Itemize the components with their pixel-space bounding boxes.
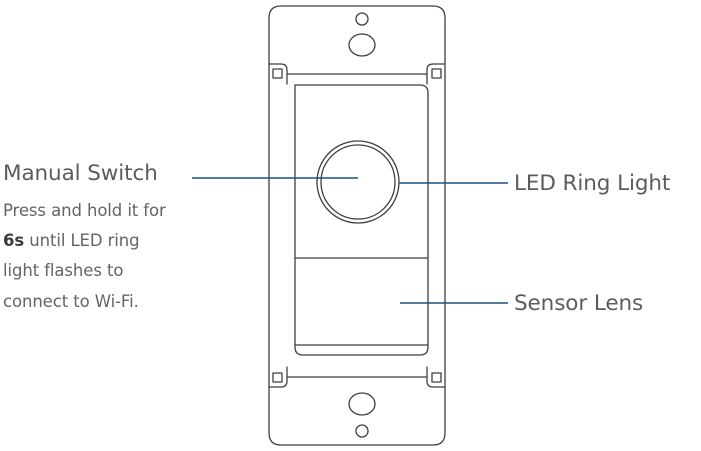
switch-body-outline (294, 84, 429, 356)
corner-square-bottom-left (272, 372, 283, 383)
wall-plate-top-right-outline (268, 5, 446, 85)
led-ring-inner-circle (320, 144, 396, 220)
wall-plate-top-left-outline (268, 17, 288, 85)
led-ring-outer-circle (316, 140, 400, 224)
top-large-screw-hole (348, 33, 376, 57)
corner-square-top-right (431, 68, 442, 79)
wall-plate-bottom-left-outline (268, 366, 288, 388)
corner-square-bottom-right (431, 372, 442, 383)
top-small-screw-hole (355, 12, 369, 26)
wall-plate-bottom-edge-outline (268, 386, 446, 446)
bottom-large-screw-hole (348, 392, 376, 416)
bottom-small-screw-hole (355, 424, 369, 438)
corner-square-top-left (272, 68, 283, 79)
wall-plate-bottom-right-outline (426, 366, 446, 388)
